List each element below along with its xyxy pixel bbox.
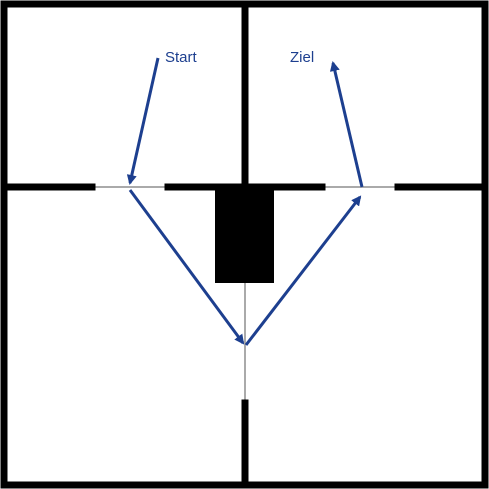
arrow-door-to-goal [329,61,364,188]
pillar-block [215,187,274,283]
start-label: Start [165,49,198,66]
arrow-start-to-door [126,57,160,185]
door-openings [92,186,398,403]
route-arrows [126,57,364,346]
arrow-center-to-door [244,195,362,346]
goal-label: Ziel [290,49,314,66]
arrow-door-to-center [128,189,245,345]
